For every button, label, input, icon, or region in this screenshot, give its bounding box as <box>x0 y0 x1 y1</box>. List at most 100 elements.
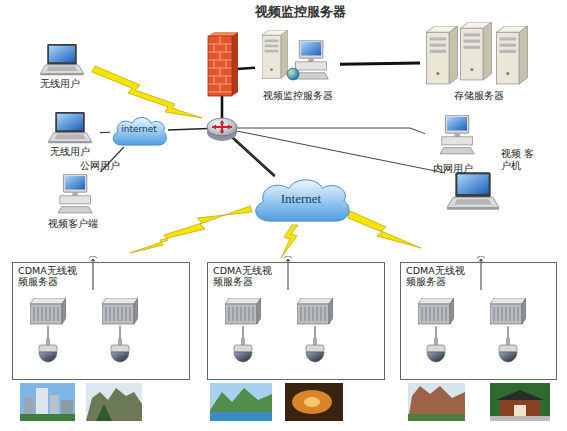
server-icon <box>262 30 288 78</box>
camera-group <box>297 298 333 324</box>
camera-group <box>306 338 324 362</box>
site-photo <box>210 388 272 412</box>
camera-group <box>111 338 129 362</box>
wireless-user-laptop: 无线用户 <box>40 110 100 158</box>
video-monitor-server: 视频监控服务器 <box>255 28 340 102</box>
laptop-icon <box>447 172 499 209</box>
site-photo <box>408 386 465 421</box>
firewall-icon <box>208 36 232 92</box>
network-link <box>340 63 420 64</box>
site-photo <box>86 383 142 421</box>
internet-cloud: internet <box>110 115 168 147</box>
router-icon <box>228 125 232 130</box>
site-photo <box>96 404 112 421</box>
video-client-desktop: 视频客户端 <box>42 172 104 230</box>
site-photo <box>210 383 272 421</box>
storage-server: 存储服务器 <box>420 22 538 102</box>
node-label: 内网用户 <box>425 163 480 175</box>
site-photo <box>285 383 343 421</box>
laptop-icon <box>48 112 91 143</box>
router-icon <box>207 127 237 132</box>
desktop-icon <box>58 174 92 213</box>
site-photo <box>304 397 320 407</box>
site-photo <box>20 383 75 421</box>
firewall-icon <box>208 36 232 96</box>
camera-group <box>436 326 508 339</box>
site-photo <box>292 390 332 414</box>
node-label: 无线用户 <box>30 78 90 90</box>
diagram-title: 视频监控服务器 <box>200 3 400 21</box>
camera-group <box>418 298 454 324</box>
node-label: Internet <box>250 191 352 207</box>
desktop-icon <box>440 115 474 154</box>
site-photo <box>86 383 142 421</box>
desktop-icon <box>58 174 92 213</box>
edge-label: 公网用户 <box>80 159 120 173</box>
firewall-icon <box>232 32 238 96</box>
site-photo <box>20 414 75 421</box>
laptop-icon <box>447 172 499 209</box>
camera-group <box>234 338 252 362</box>
site-photo <box>210 383 272 421</box>
wireless-bolt <box>348 211 421 248</box>
storage-server-icon <box>496 26 527 84</box>
wireless-bolt <box>281 225 298 258</box>
node-label: internet <box>110 124 168 135</box>
storage-server-icon <box>460 22 491 80</box>
firewall-icon <box>208 32 238 36</box>
desktop-icon <box>440 115 474 154</box>
server-icon <box>262 30 328 80</box>
node-label: 视频客户端 <box>42 218 104 230</box>
network-link <box>222 68 275 176</box>
site-photo <box>490 383 550 421</box>
storage-server-icon <box>426 22 527 84</box>
wireless-user-laptop: 无线用户 <box>30 44 90 90</box>
site-photo <box>408 414 465 421</box>
camera-group <box>30 298 66 324</box>
network-link <box>100 132 110 134</box>
cdma-site-group: CDMA无线视频服务器 <box>207 262 385 380</box>
server-icon <box>287 68 299 80</box>
network-link <box>168 128 275 176</box>
camera-group <box>499 338 517 362</box>
wireless-bolt <box>130 206 252 253</box>
node-label: 视频 客户机 <box>501 148 537 172</box>
camera-group <box>225 298 261 324</box>
router-icon <box>220 131 225 135</box>
wireless-bolt <box>92 66 421 258</box>
cdma-site-group: CDMA无线视频服务器 <box>400 262 557 380</box>
router-icon <box>212 125 216 130</box>
camera-group <box>48 326 120 339</box>
site-photo <box>500 400 540 416</box>
router-icon <box>212 121 232 133</box>
camera-group <box>427 338 445 362</box>
node-label: 视频监控服务器 <box>255 90 340 102</box>
camera-group <box>243 326 315 339</box>
site-photo <box>496 390 544 400</box>
video-client-laptop: 视频 客户机 <box>445 148 545 218</box>
site-photo <box>210 412 272 421</box>
storage-server-icon <box>426 26 457 84</box>
node-label: 无线用户 <box>40 146 100 158</box>
intranet-user-desktop: 内网用户 <box>425 113 480 175</box>
node-label: 存储服务器 <box>420 90 538 102</box>
router-icon <box>207 118 237 136</box>
network-link <box>222 128 425 176</box>
camera-group <box>39 338 57 362</box>
camera-group <box>490 298 526 324</box>
wireless-bolt <box>92 66 202 118</box>
site-photo <box>408 383 465 421</box>
laptop-icon <box>48 112 91 143</box>
internet-cloud: Internet <box>250 176 352 224</box>
firewall-icon <box>208 32 238 96</box>
site-photo <box>490 416 550 421</box>
node-label: CDMA无线视频服务器 <box>406 265 468 288</box>
node-label: CDMA无线视频服务器 <box>213 265 275 288</box>
site-photo <box>490 383 550 421</box>
site-photo <box>408 383 465 421</box>
camera-group <box>102 298 138 324</box>
laptop-icon <box>40 44 83 75</box>
router-icon <box>207 123 237 141</box>
laptop-icon <box>40 44 83 75</box>
